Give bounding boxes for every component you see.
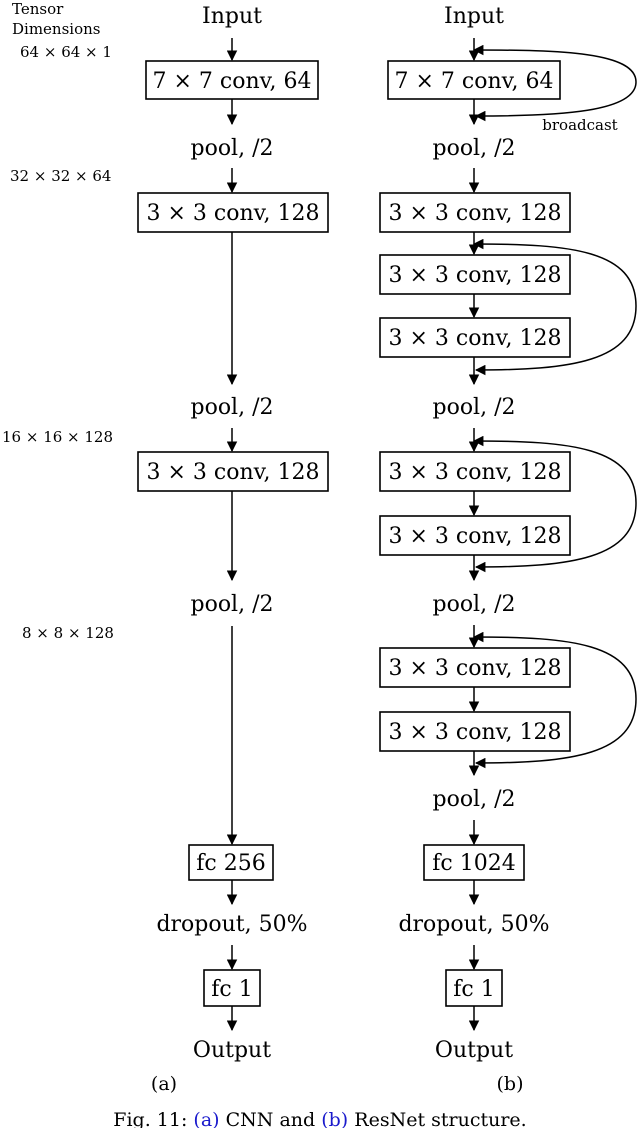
cnn-conv1-label: 7 × 7 conv, 64 <box>153 69 312 94</box>
skip-connection-3 <box>472 631 637 769</box>
cnn-output: Output <box>193 1038 271 1063</box>
resnet-fc2-box <box>445 969 503 1007</box>
cnn-conv2-label: 3 × 3 conv, 128 <box>147 201 320 226</box>
cnn-input: Input <box>202 4 262 29</box>
resnet-pool4: pool, /2 <box>432 787 515 812</box>
dim-label-3: 16 × 16 × 128 <box>2 428 113 446</box>
caption-mid: CNN and <box>226 1109 316 1128</box>
cnn-pool3: pool, /2 <box>190 592 273 617</box>
resnet-column: Input 7 × 7 conv, 64 broadcast pool, /2 … <box>379 4 637 1095</box>
resnet-pool2: pool, /2 <box>432 395 515 420</box>
caption-ref-a[interactable]: (a) <box>193 1109 219 1128</box>
cnn-fc2-label: fc 1 <box>211 977 252 1002</box>
cnn-pool2: pool, /2 <box>190 395 273 420</box>
cnn-pool1: pool, /2 <box>190 136 273 161</box>
dimensions-header: Dimensions <box>12 20 100 38</box>
resnet-input: Input <box>444 4 504 29</box>
resnet-block1b-label: 3 × 3 conv, 128 <box>389 326 562 351</box>
cnn-dropout: dropout, 50% <box>156 912 307 937</box>
resnet-fc1-label: fc 1024 <box>432 851 515 876</box>
caption-prefix: Fig. 11: <box>113 1109 187 1128</box>
skip-connection-2 <box>472 435 637 573</box>
cnn-fc1-box <box>188 844 274 881</box>
resnet-block3b-label: 3 × 3 conv, 128 <box>389 720 562 745</box>
cnn-fc1-label: fc 256 <box>196 851 265 876</box>
cnn-sublabel: (a) <box>151 1073 177 1095</box>
broadcast-label: broadcast <box>542 116 617 134</box>
caption-suffix: ResNet structure. <box>354 1109 526 1128</box>
resnet-conv2-box <box>379 192 571 233</box>
resnet-block2b-label: 3 × 3 conv, 128 <box>389 524 562 549</box>
cnn-conv2-box <box>137 192 329 233</box>
broadcast-connection <box>472 44 637 122</box>
resnet-block1a-label: 3 × 3 conv, 128 <box>389 263 562 288</box>
resnet-block3a-label: 3 × 3 conv, 128 <box>389 656 562 681</box>
tensor-header: Tensor <box>12 0 64 18</box>
resnet-conv2-label: 3 × 3 conv, 128 <box>389 201 562 226</box>
dim-label-2: 32 × 32 × 64 <box>10 167 111 185</box>
skip-connection-1 <box>472 238 637 376</box>
dim-label-4: 8 × 8 × 128 <box>22 624 114 642</box>
cnn-conv3-box <box>137 451 329 492</box>
cnn-conv3-label: 3 × 3 conv, 128 <box>147 460 320 485</box>
caption-ref-b[interactable]: (b) <box>321 1109 348 1128</box>
resnet-fc2-label: fc 1 <box>453 977 494 1002</box>
resnet-pool1: pool, /2 <box>432 136 515 161</box>
resnet-sublabel: (b) <box>497 1073 524 1095</box>
dim-label-1: 64 × 64 × 1 <box>20 43 112 61</box>
figure-caption: Fig. 11: (a) CNN and (b) ResNet structur… <box>113 1109 526 1128</box>
resnet-conv1-label: 7 × 7 conv, 64 <box>395 69 554 94</box>
resnet-pool3: pool, /2 <box>432 592 515 617</box>
cnn-column: Input 7 × 7 conv, 64 pool, /2 3 × 3 conv… <box>137 4 329 1095</box>
resnet-output: Output <box>435 1038 513 1063</box>
resnet-block2a-label: 3 × 3 conv, 128 <box>389 460 562 485</box>
resnet-dropout: dropout, 50% <box>398 912 549 937</box>
